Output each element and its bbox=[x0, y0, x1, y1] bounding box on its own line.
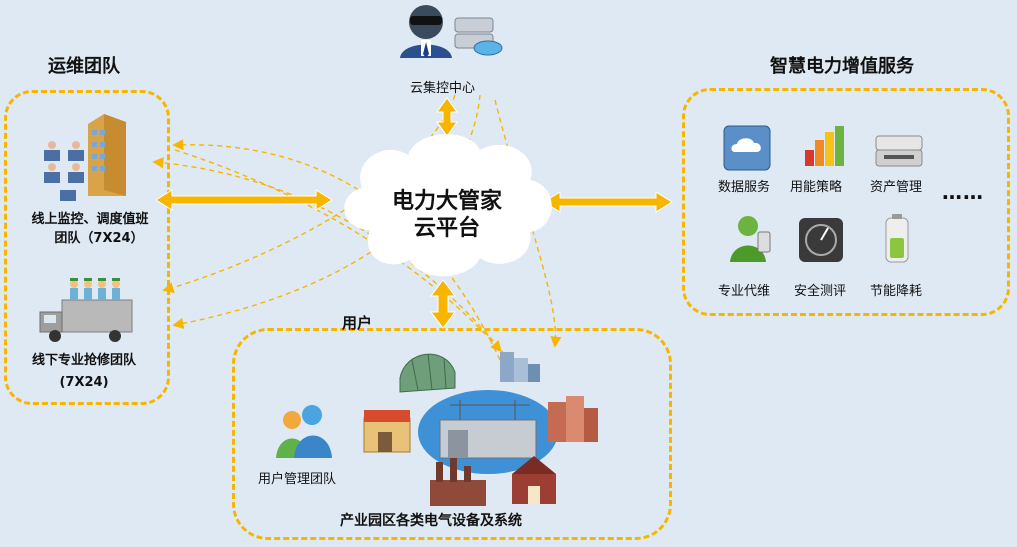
platform-title-line2: 云平台 bbox=[413, 216, 480, 241]
platform-title: 电力大管家 云平台 bbox=[382, 188, 512, 242]
users-box bbox=[232, 328, 672, 540]
user-management-team-label: 用户管理团队 bbox=[258, 472, 337, 487]
service-label-safety-evaluation: 安全测评 bbox=[794, 284, 847, 299]
offline-team-label: 线下专业抢修团队 (7X24) bbox=[14, 350, 154, 394]
services-title: 智慧电力增值服务 bbox=[770, 56, 914, 77]
battery-icon bbox=[885, 214, 909, 263]
online-team-label-line1: 线上监控、调度值班 bbox=[31, 212, 149, 227]
control-center-label: 云集控中心 bbox=[410, 81, 476, 96]
services-more-ellipsis: …… bbox=[942, 180, 984, 204]
users-title: 用户 bbox=[342, 314, 373, 332]
offline-team-label-line1: 线下专业抢修团队 bbox=[31, 353, 136, 368]
shop-icon bbox=[363, 410, 411, 453]
greenhouse-icon bbox=[399, 353, 456, 393]
gauge-icon bbox=[799, 218, 843, 262]
platform-title-line1: 电力大管家 bbox=[391, 189, 502, 214]
apartment-buildings-icon bbox=[548, 396, 598, 442]
operator-icon bbox=[400, 5, 452, 58]
cloud-platform-shape bbox=[344, 134, 552, 277]
online-team-label-line2: 团队（7X24） bbox=[54, 231, 144, 246]
user-management-team-icon bbox=[276, 405, 332, 458]
service-label-maintenance: 专业代维 bbox=[718, 284, 771, 299]
monitoring-team-icon bbox=[44, 114, 126, 201]
bar-chart-icon bbox=[805, 126, 844, 166]
city-buildings-icon bbox=[500, 352, 540, 382]
online-team-label: 线上监控、调度值班 团队（7X24） bbox=[20, 210, 160, 248]
users-footer-label: 产业园区各类电气设备及系统 bbox=[340, 513, 522, 529]
support-user-icon bbox=[730, 216, 771, 262]
offline-team-label-line2: (7X24) bbox=[59, 375, 109, 390]
server-icon bbox=[875, 135, 923, 167]
server-storage-icon bbox=[454, 17, 503, 56]
service-label-energy-saving: 节能降耗 bbox=[870, 284, 923, 299]
services-box bbox=[682, 88, 1010, 316]
church-building-icon bbox=[512, 456, 556, 504]
cloud-storage-icon bbox=[723, 125, 771, 171]
ops-team-box bbox=[4, 90, 170, 405]
ops-team-title: 运维团队 bbox=[48, 56, 120, 77]
repair-truck-icon bbox=[39, 278, 133, 342]
service-label-asset-management: 资产管理 bbox=[870, 180, 923, 195]
service-label-data: 数据服务 bbox=[718, 180, 771, 195]
thick-arrows bbox=[155, 97, 673, 329]
service-label-energy-strategy: 用能策略 bbox=[790, 180, 843, 195]
factory-icon bbox=[430, 458, 486, 506]
substation-icon bbox=[418, 390, 558, 474]
